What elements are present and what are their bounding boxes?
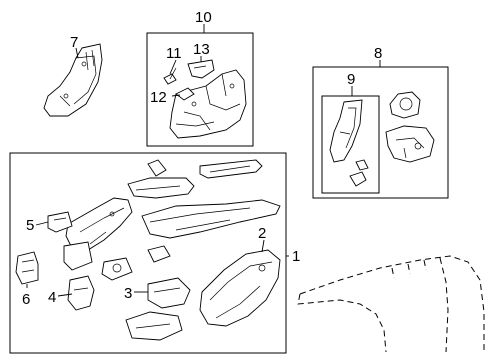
callout-11: 11: [166, 45, 182, 62]
callout-1: 1: [292, 248, 300, 265]
callout-9: 9: [347, 71, 355, 88]
callout-3: 3: [124, 285, 132, 302]
callout-10: 10: [195, 9, 212, 26]
part-7-wheelhouse-panel: [43, 43, 103, 117]
part-11-bolt: [163, 67, 177, 85]
callout-13: 13: [193, 41, 210, 58]
part-10-cowl-side-assembly: [169, 69, 247, 139]
callout-7: 7: [70, 34, 78, 51]
part-1-frame-assembly: [15, 159, 281, 341]
part-13-bracket: [187, 59, 215, 79]
part-12-clip: [175, 87, 195, 101]
group-box-9: [321, 95, 380, 194]
group-box-10: [146, 32, 254, 147]
group-box-1: [9, 152, 287, 354]
fender-outline: [297, 255, 485, 353]
group-box-8: [312, 66, 449, 199]
callout-2: 2: [258, 225, 266, 242]
leader-lines: [26, 24, 381, 297]
callout-8: 8: [374, 45, 382, 62]
callout-4: 4: [48, 289, 56, 306]
callout-6: 6: [22, 291, 30, 308]
part-8-strut-tower: [385, 91, 435, 163]
callout-5: 5: [26, 217, 34, 234]
part-9-apron-reinforcement: [329, 99, 369, 187]
callout-12: 12: [150, 89, 167, 106]
